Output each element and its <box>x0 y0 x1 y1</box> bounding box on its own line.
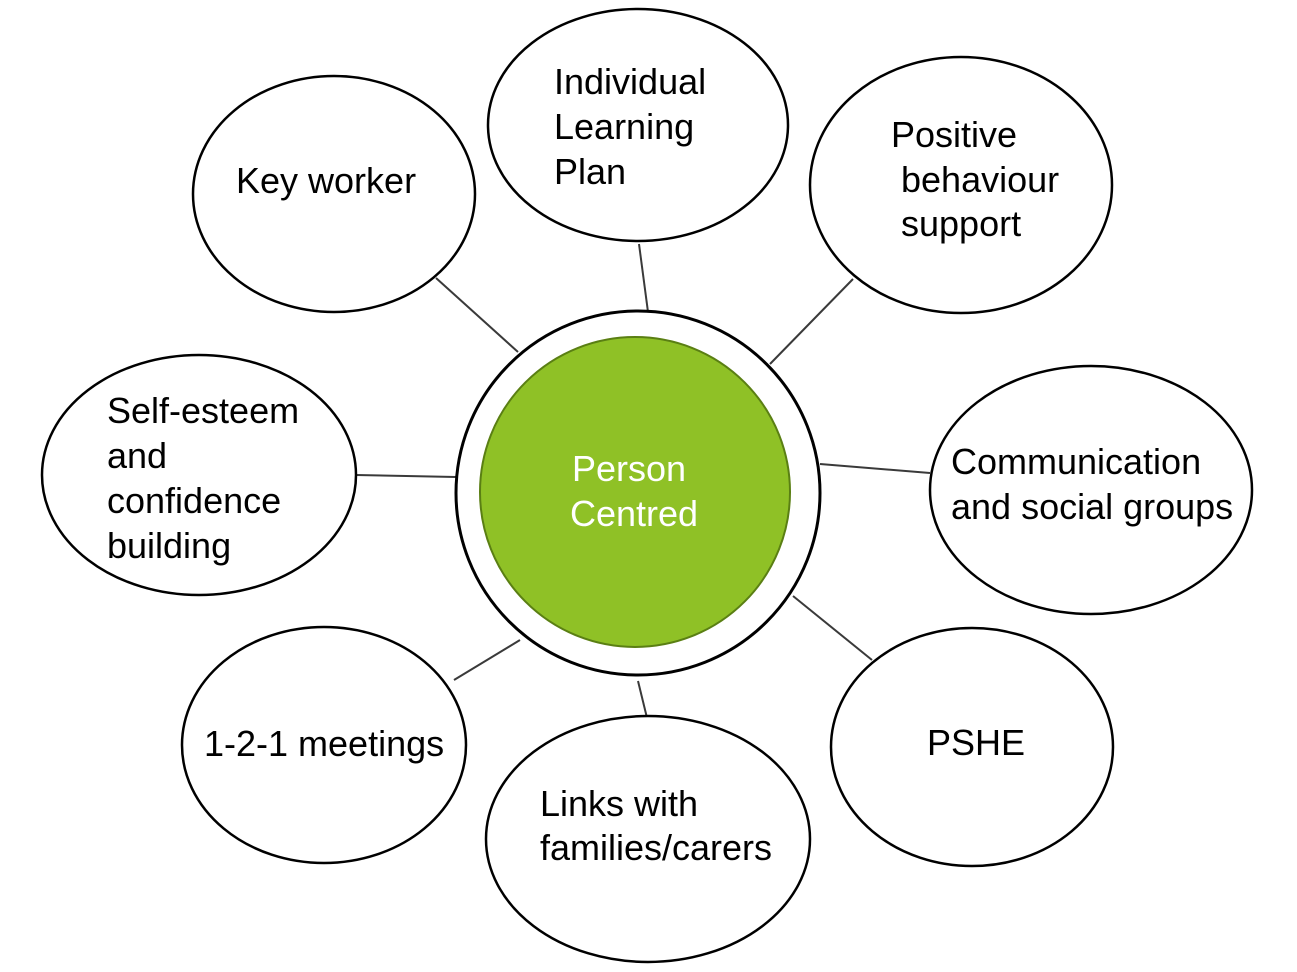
center-core <box>479 336 791 648</box>
communication-line-1: Communication <box>951 441 1201 482</box>
one-to-one-meetings-label: 1-2-1 meetings <box>204 723 444 764</box>
individual-learning-plan-line-2: Learning <box>554 106 694 147</box>
key-worker-label: Key worker <box>236 160 416 201</box>
connector-individual-learning-plan <box>638 243 649 313</box>
self-esteem-line-1: Self-esteem <box>107 390 299 431</box>
self-esteem-line-3: confidence <box>107 480 281 521</box>
connector-key-worker <box>435 277 519 353</box>
pshe-bubble <box>829 626 1115 868</box>
connector-self-esteem <box>355 474 457 478</box>
individual-learning-plan-line-1: Individual <box>554 61 706 102</box>
positive-behaviour-support-bubble <box>808 55 1114 315</box>
one-to-one-meetings-line: 1-2-1 meetings <box>204 723 444 764</box>
individual-learning-plan-bubble <box>486 7 790 243</box>
links-families-label: Links with families/carers <box>540 783 772 868</box>
connector-positive-behaviour-support <box>769 278 854 365</box>
communication-label: Communication and social groups <box>951 441 1233 527</box>
pshe-label: PSHE <box>927 722 1025 763</box>
positive-behaviour-support-line-3: support <box>901 203 1021 244</box>
self-esteem-line-4: building <box>107 525 231 566</box>
positive-behaviour-support-line-2: behaviour <box>901 159 1059 200</box>
positive-behaviour-support-line-1: Positive <box>891 114 1017 155</box>
links-families-line-1: Links with <box>540 783 698 824</box>
center-label-line-2: Centred <box>570 493 698 534</box>
links-families-bubble <box>484 714 812 964</box>
positive-behaviour-support-label: Positive behaviour support <box>891 114 1069 244</box>
connector-communication <box>819 463 931 474</box>
pshe-line: PSHE <box>927 722 1025 763</box>
communication-line-2: and social groups <box>951 486 1233 527</box>
connectors <box>355 243 931 723</box>
one-to-one-meetings-bubble <box>180 625 468 865</box>
center-label-line-1: Person <box>572 448 686 489</box>
connector-pshe <box>792 595 873 661</box>
communication-bubble <box>928 364 1254 616</box>
individual-learning-plan-line-3: Plan <box>554 151 626 192</box>
self-esteem-line-2: and <box>107 435 167 476</box>
key-worker-label-line: Key worker <box>236 160 416 201</box>
self-esteem-label: Self-esteem and confidence building <box>107 390 309 566</box>
key-worker-bubble <box>191 74 477 314</box>
individual-learning-plan-label: Individual Learning Plan <box>554 61 716 192</box>
center-label: Person Centred <box>570 448 698 534</box>
connector-one-to-one-meetings <box>453 639 521 681</box>
links-families-line-2: families/carers <box>540 827 772 868</box>
self-esteem-bubble <box>40 353 358 597</box>
